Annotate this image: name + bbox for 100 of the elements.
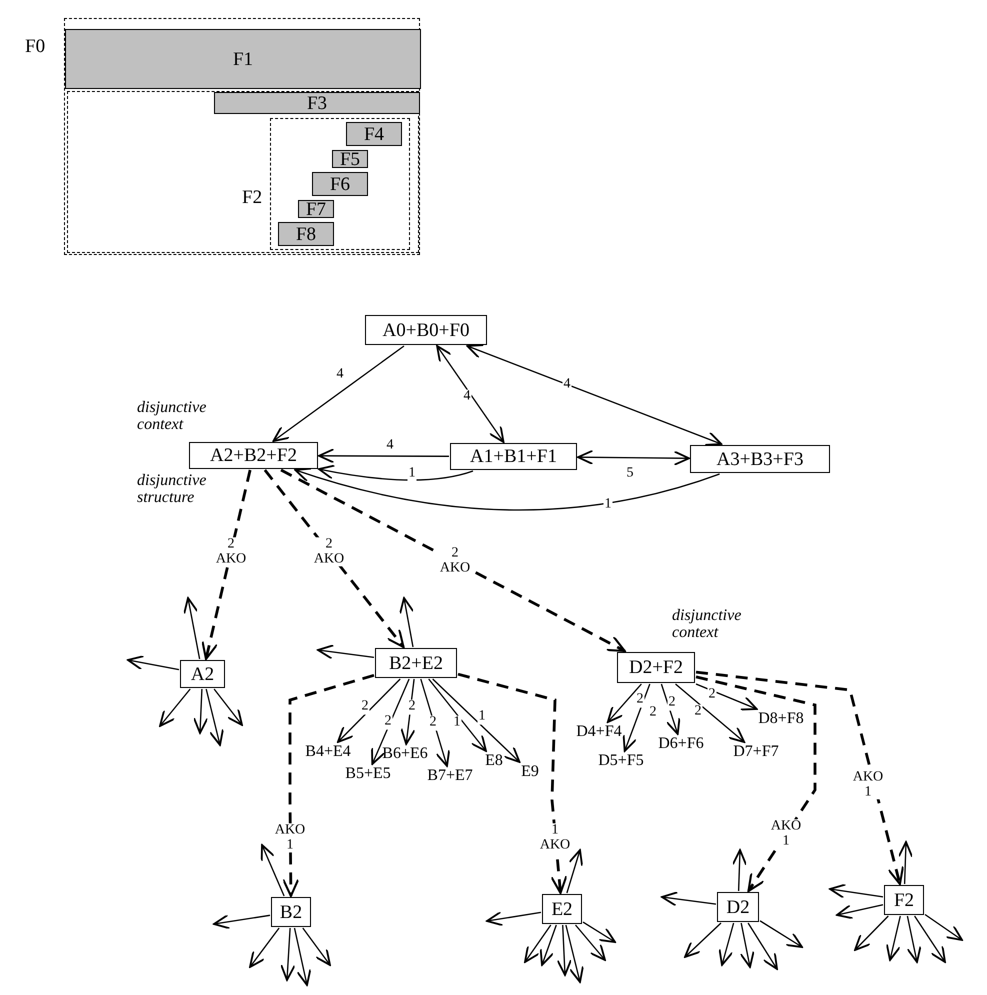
arrow xyxy=(159,688,191,727)
node-box: A3+B3+F3 xyxy=(690,445,830,473)
arrow xyxy=(660,684,680,735)
edge-label: 2 xyxy=(428,716,438,730)
edge-label: 2 xyxy=(668,696,676,710)
edge-label: 2 AKO xyxy=(312,537,346,567)
arrow xyxy=(336,678,401,743)
arrow xyxy=(684,922,722,958)
dashed-arrow xyxy=(201,470,252,660)
shaded-box: F8 xyxy=(278,222,334,246)
arrow xyxy=(260,844,285,896)
arrow xyxy=(436,345,504,443)
arrow xyxy=(924,914,963,941)
shaded-box: F6 xyxy=(312,172,368,196)
node-text: D8+F8 xyxy=(750,710,812,728)
edge-label: 2 xyxy=(384,714,392,730)
edge-label: AKO 1 xyxy=(852,770,884,800)
arrow xyxy=(898,841,914,884)
node-box: B2+E2 xyxy=(375,648,457,678)
arrow xyxy=(127,655,180,670)
arrow xyxy=(661,891,716,906)
shaded-box: F1 xyxy=(65,29,421,89)
node-box: D2 xyxy=(717,892,759,922)
dashed-arrow xyxy=(696,670,904,886)
node-text: D6+F6 xyxy=(650,735,712,753)
arrow xyxy=(854,916,889,951)
dashed-arrow xyxy=(280,468,626,652)
arrow xyxy=(540,924,557,966)
node-text: D7+F7 xyxy=(725,743,787,761)
shaded-box: F3 xyxy=(214,92,420,114)
node-box: A2 xyxy=(180,660,225,688)
arrow xyxy=(524,924,552,963)
shaded-box: F7 xyxy=(298,200,334,218)
arrow xyxy=(193,688,208,734)
frame-label: F0 xyxy=(25,36,46,58)
annotation-text: disjunctive context xyxy=(137,400,207,434)
arrow xyxy=(622,684,650,752)
arrow xyxy=(829,884,884,899)
arrow xyxy=(420,678,450,767)
edge-label: 1 AKO xyxy=(538,823,572,853)
arrow xyxy=(740,922,755,968)
arrow xyxy=(582,922,616,943)
arrow xyxy=(213,914,270,930)
node-text: B5+E5 xyxy=(336,765,400,783)
node-text: E9 xyxy=(516,763,544,781)
edge-label: 1 xyxy=(408,466,416,482)
edge-label: 2 xyxy=(360,700,370,714)
arrow xyxy=(914,916,946,963)
node-box: E2 xyxy=(542,894,582,924)
arrow xyxy=(183,597,200,660)
arrow xyxy=(718,922,734,966)
annotation-text: disjunctive structure xyxy=(137,473,207,507)
annotation-text: disjunctive context xyxy=(672,608,742,642)
node-box: A2+B2+F2 xyxy=(189,442,318,469)
node-box: F2 xyxy=(884,885,924,915)
arrow xyxy=(400,678,416,745)
arrow xyxy=(466,344,722,446)
arrow xyxy=(732,849,748,892)
arrow xyxy=(836,904,884,920)
arrow xyxy=(294,467,720,511)
arrow xyxy=(280,928,296,981)
dashed-frame xyxy=(67,91,419,253)
arrow xyxy=(318,464,474,481)
edge-label: 1 xyxy=(478,710,486,724)
arrow xyxy=(318,448,449,464)
edge-label: AKO 1 xyxy=(274,823,306,853)
node-box: A0+B0+F0 xyxy=(365,315,487,345)
arrow xyxy=(575,924,606,961)
arrow xyxy=(486,911,542,926)
edge-label: 2 xyxy=(636,692,644,708)
arrow xyxy=(760,920,803,948)
node-text: B6+E6 xyxy=(373,745,437,763)
dashed-arrow xyxy=(282,674,374,898)
arrow xyxy=(317,644,374,660)
arrow xyxy=(371,678,410,765)
arrow xyxy=(696,683,758,710)
arrow xyxy=(748,922,778,970)
frame-label: F2 xyxy=(242,187,262,209)
dashed-arrow xyxy=(458,672,568,894)
arrow xyxy=(566,849,584,894)
node-text: B4+E4 xyxy=(296,743,360,761)
arrow xyxy=(214,688,243,726)
arrow xyxy=(577,450,690,466)
node-text: E8 xyxy=(480,752,508,770)
arrow xyxy=(906,916,922,963)
arrow xyxy=(272,345,404,442)
arrow xyxy=(606,684,642,723)
arrow xyxy=(556,924,572,976)
arrow xyxy=(399,597,414,648)
shaded-box: F5 xyxy=(332,150,368,168)
arrow xyxy=(432,678,520,763)
node-text: D5+F5 xyxy=(590,752,652,770)
node-text: B7+E7 xyxy=(418,767,482,785)
shaded-box: F4 xyxy=(346,122,402,146)
arrow xyxy=(294,928,312,986)
arrow xyxy=(428,678,487,752)
arrow xyxy=(565,924,584,983)
node-box: B2 xyxy=(271,897,311,927)
arrow xyxy=(886,916,901,961)
dashed-outline xyxy=(270,118,410,250)
